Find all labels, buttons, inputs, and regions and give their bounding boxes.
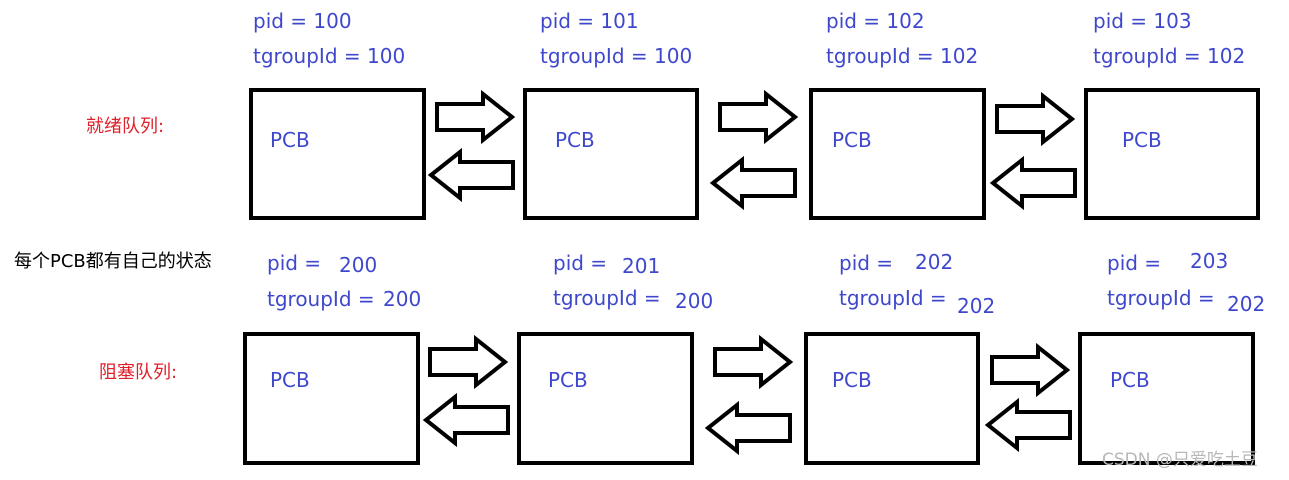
left-arrow-icon [422,392,510,448]
tgid-label-201: tgroupId = [553,286,661,310]
pcb-box-203 [1078,332,1255,465]
tgid-label-102: tgroupId = 102 [826,44,979,68]
pid-value-200: 200 [339,253,378,277]
pid-label-103: pid = 103 [1093,9,1192,33]
pcb-label-203: PCB [1110,368,1150,392]
pcb-label-102: PCB [832,128,872,152]
pid-label-102: pid = 102 [826,9,925,33]
right-arrow-icon [995,91,1076,147]
pid-value-201: 201 [622,254,661,278]
watermark: CSDN @只爱吃土豆 [1102,450,1258,470]
pid-label-203: pid = [1107,251,1162,275]
right-arrow-icon [990,342,1071,398]
pcb-box-100 [249,88,426,220]
pcb-label-100: PCB [270,128,310,152]
pcb-state-note: 每个PCB都有自己的状态 [14,251,212,272]
pid-value-203: 203 [1190,249,1229,273]
pcb-label-200: PCB [270,368,310,392]
left-arrow-icon [989,155,1077,211]
pid-label-202: pid = [839,251,894,275]
blocked-queue-label: 阻塞队列: [99,362,178,383]
pcb-box-201 [517,332,694,465]
pid-label-201: pid = [553,251,608,275]
right-arrow-icon [435,89,516,145]
tgid-label-101: tgroupId = 100 [540,44,693,68]
ready-queue-label: 就绪队列: [86,116,165,137]
left-arrow-icon [709,155,797,211]
pcb-label-103: PCB [1122,128,1162,152]
pcb-label-202: PCB [832,368,872,392]
tgid-value-201: 200 [675,289,714,313]
pid-label-101: pid = 101 [540,9,639,33]
pcb-box-202 [804,332,980,465]
pcb-box-101 [523,88,699,220]
tgid-value-203: 202 [1227,292,1266,316]
tgid-label-203: tgroupId = [1107,286,1215,310]
pcb-box-102 [809,88,986,220]
left-arrow-icon [427,147,515,203]
left-arrow-icon [704,400,792,456]
pid-label-100: pid = 100 [253,9,352,33]
right-arrow-icon [713,334,794,390]
pcb-box-103 [1084,88,1260,220]
tgid-label-202: tgroupId = [839,286,947,310]
right-arrow-icon [428,334,509,390]
tgid-label-200: tgroupId = [267,287,375,311]
tgid-label-103: tgroupId = 102 [1093,44,1246,68]
tgid-value-200: 200 [383,287,422,311]
pcb-box-200 [243,332,420,465]
right-arrow-icon [718,89,799,145]
tgid-value-202: 202 [957,294,996,318]
pcb-label-101: PCB [555,128,595,152]
pid-label-200: pid = [267,251,322,275]
left-arrow-icon [984,397,1072,453]
pcb-label-201: PCB [548,368,588,392]
pid-value-202: 202 [915,250,954,274]
tgid-label-100: tgroupId = 100 [253,44,406,68]
